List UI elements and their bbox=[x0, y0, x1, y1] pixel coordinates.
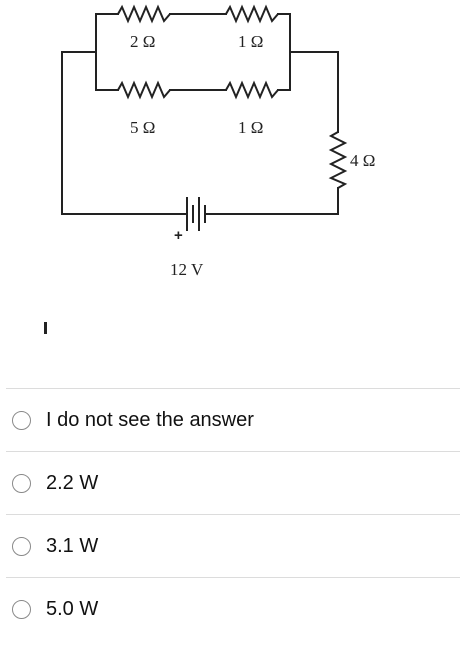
radio-button[interactable] bbox=[12, 473, 31, 493]
resistor-label-top-left: 2 Ω bbox=[130, 32, 155, 51]
resistor-right-side bbox=[328, 131, 348, 189]
option-divider bbox=[6, 577, 460, 578]
resistor-top-left bbox=[117, 4, 171, 24]
radio-button[interactable] bbox=[12, 599, 31, 619]
resistor-bottom-left bbox=[117, 80, 171, 100]
option-divider bbox=[6, 451, 460, 452]
battery-voltage-label: 12 V bbox=[170, 260, 204, 279]
circuit-diagram: + 2 Ω 1 Ω 5 Ω 1 Ω 4 Ω 12 V bbox=[61, 4, 375, 279]
option-divider bbox=[6, 388, 460, 389]
option-divider bbox=[6, 514, 460, 515]
battery-symbol bbox=[181, 197, 206, 231]
resistor-label-bottom-left: 5 Ω bbox=[130, 118, 155, 137]
resistor-label-right-side: 4 Ω bbox=[350, 151, 375, 170]
option-2-2-w[interactable]: 2.2 W bbox=[0, 452, 460, 514]
radio-button[interactable] bbox=[12, 536, 31, 556]
option-label: 2.2 W bbox=[46, 471, 99, 494]
radio-button[interactable] bbox=[12, 410, 31, 430]
option-5-0-w[interactable]: 5.0 W bbox=[0, 578, 460, 640]
answer-options: I do not see the answer 2.2 W 3.1 W 5.0 … bbox=[0, 388, 460, 640]
battery-positive-sign: + bbox=[174, 227, 183, 244]
resistor-label-bottom-right: 1 Ω bbox=[238, 118, 263, 137]
option-label: 5.0 W bbox=[46, 597, 99, 620]
option-label: 3.1 W bbox=[46, 534, 99, 557]
option-3-1-w[interactable]: 3.1 W bbox=[0, 515, 460, 577]
option-label: I do not see the answer bbox=[46, 408, 254, 431]
resistor-top-right bbox=[225, 4, 279, 24]
resistor-label-top-right: 1 Ω bbox=[238, 32, 263, 51]
circuit-wires bbox=[61, 13, 339, 215]
resistor-bottom-right bbox=[225, 80, 279, 100]
text-cursor-mark bbox=[44, 322, 47, 334]
option-i-do-not-see-the-answer[interactable]: I do not see the answer bbox=[0, 389, 460, 451]
